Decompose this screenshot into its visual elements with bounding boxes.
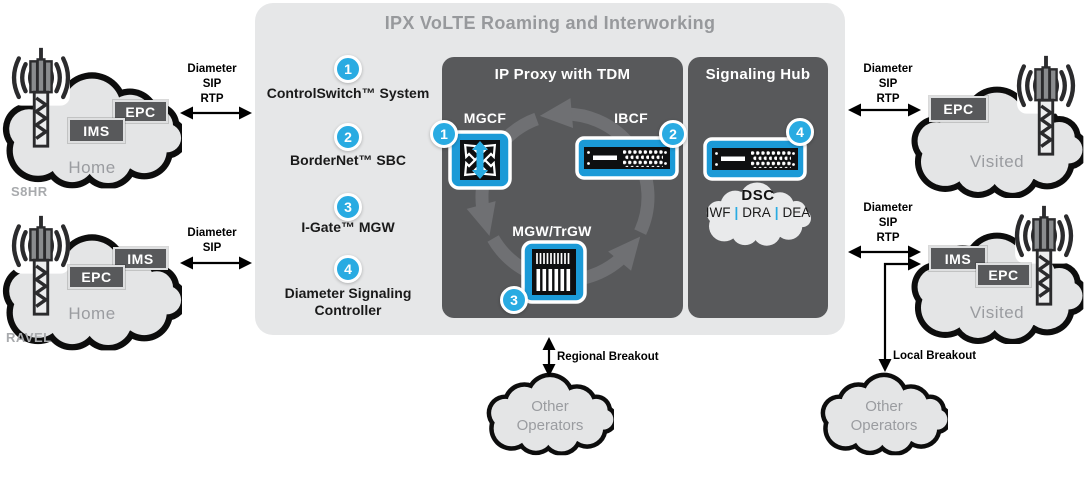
- ip-proxy-title: IP Proxy with TDM: [494, 66, 631, 83]
- ims-box: IMS: [113, 247, 168, 270]
- cloud-name: Visited: [969, 303, 1025, 322]
- step-label-controlswitch: ControlSwitch™ System: [266, 85, 430, 101]
- epc-box: EPC: [976, 263, 1031, 287]
- regional-breakout-label: Regional Breakout: [557, 351, 659, 363]
- step-badge-2: 2: [334, 123, 362, 151]
- cloud-tag-ravel: RAVEL: [6, 330, 52, 345]
- mgcf-badge: 1: [430, 120, 458, 148]
- ims-box: IMS: [929, 246, 987, 271]
- separator: |: [774, 205, 779, 220]
- ibcf-badge: 2: [659, 120, 687, 148]
- ibcf-label: IBCF: [614, 110, 648, 126]
- epc-box: EPC: [68, 265, 125, 289]
- dsc-badge: 4: [786, 118, 814, 146]
- cloud-tag-s8hr: S8HR: [11, 184, 48, 199]
- cloud-name: Home: [68, 304, 116, 323]
- other-operators-label: Other Operators: [850, 398, 918, 434]
- mgw-badge: 3: [500, 286, 528, 314]
- link-protocols: Diameter SIP RTP: [187, 63, 237, 105]
- epc-box: EPC: [929, 96, 988, 122]
- step-label-dsc: Diameter Signaling Controller: [284, 285, 412, 318]
- step-label-bordernet: BorderNet™ SBC: [290, 152, 406, 168]
- cell-tower-icon: [4, 44, 78, 150]
- separator: |: [734, 205, 739, 220]
- local-breakout-label: Local Breakout: [893, 350, 977, 362]
- signaling-hub-title: Signaling Hub: [705, 66, 811, 83]
- ims-box: IMS: [68, 118, 125, 143]
- epc-box: EPC: [113, 100, 168, 123]
- step-badge-3: 3: [334, 193, 362, 221]
- cloud-name: Home: [68, 158, 116, 177]
- link-protocols: Diameter SIP RTP: [863, 202, 913, 244]
- step-label-igate: I-Gate™ MGW: [301, 219, 395, 235]
- cell-tower-icon: [1006, 202, 1082, 308]
- mgw-trgw-label: MGW/TrGW: [512, 223, 592, 239]
- dsc-title: DSC: [741, 187, 775, 204]
- step-badge-1: 1: [334, 55, 362, 83]
- mgcf-switch-icon: [448, 130, 512, 190]
- page-title: IPX VoLTE Roaming and Interworking: [384, 13, 716, 33]
- link-protocols: Diameter SIP RTP: [863, 63, 913, 105]
- cell-tower-icon: [4, 212, 78, 318]
- cloud-name: Visited: [969, 152, 1025, 171]
- mgcf-label: MGCF: [463, 110, 507, 126]
- dsc-functions: IWF|DRA|DEA: [705, 205, 811, 220]
- step-badge-4: 4: [334, 255, 362, 283]
- mgw-gateway-icon: [521, 240, 587, 304]
- other-operators-label: Other Operators: [516, 398, 584, 434]
- link-protocols: Diameter SIP: [187, 227, 237, 254]
- cell-tower-icon: [1008, 52, 1084, 158]
